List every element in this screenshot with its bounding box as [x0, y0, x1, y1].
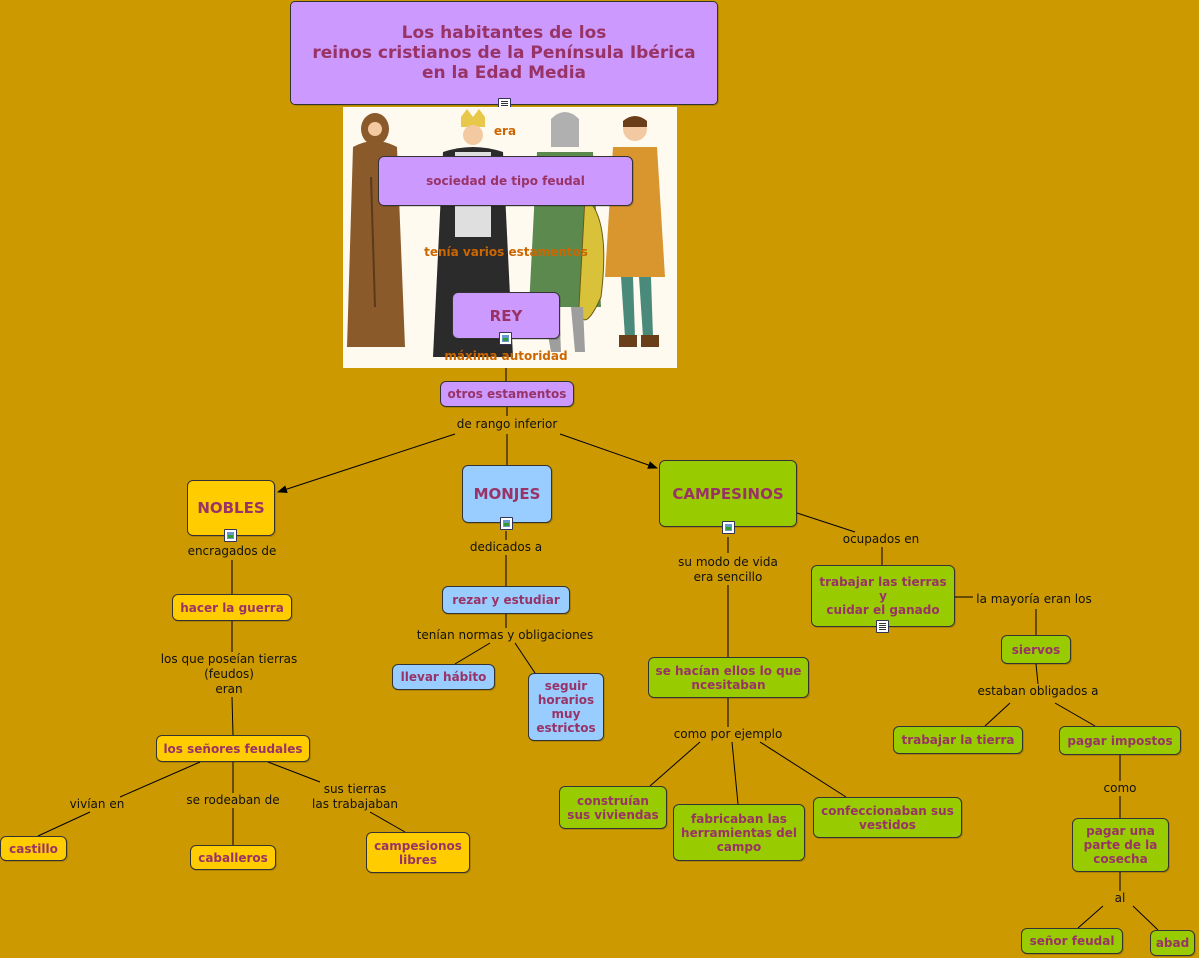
node-rey[interactable]: REY [452, 292, 560, 339]
node-llevar-habito[interactable]: llevar hábito [392, 664, 495, 690]
image-icon[interactable] [499, 332, 512, 345]
label-dedicados-a: dedicados a [469, 540, 543, 554]
node-rezar-y-estudiar[interactable]: rezar y estudiar [442, 586, 570, 614]
node-construian[interactable]: construían sus viviendas [559, 786, 667, 829]
node-monjes[interactable]: MONJES [462, 465, 552, 523]
label-sus-tierras: sus tierras las trabajaban [312, 782, 398, 811]
label-modo-de-vida: su modo de vida era sencillo [678, 555, 778, 584]
node-seguir-horarios[interactable]: seguir horarios muy estrictos [528, 673, 604, 741]
label-encragados-de: encragados de [187, 544, 277, 558]
node-trabajar-la-tierra[interactable]: trabajar la tierra [893, 726, 1023, 754]
label-maxima-autoridad: máxima autoridad [444, 349, 568, 363]
label-era: era [493, 124, 517, 138]
label-como-por-ejemplo: como por ejemplo [673, 727, 783, 741]
label-la-mayoria: la mayoría eran los [976, 592, 1092, 606]
label-al: al [1114, 891, 1126, 905]
label-poseian-tierras: los que poseían tierras (feudos) eran [160, 652, 298, 696]
node-confeccionaban[interactable]: confeccionaban sus vestidos [813, 797, 962, 838]
image-icon[interactable] [722, 521, 735, 534]
map-title[interactable]: Los habitantes de los reinos cristianos … [290, 1, 718, 105]
node-nobles[interactable]: NOBLES [187, 480, 275, 536]
node-fabricaban[interactable]: fabricaban las herramientas del campo [673, 804, 805, 861]
document-icon[interactable] [876, 620, 889, 633]
node-trabajar-tierras-ganado[interactable]: trabajar las tierras y cuidar el ganado [811, 565, 955, 627]
label-estaban-obligados: estaban obligados a [977, 684, 1099, 698]
image-icon[interactable] [500, 517, 513, 530]
node-pagar-parte-cosecha[interactable]: pagar una parte de la cosecha [1072, 818, 1169, 872]
image-icon[interactable] [224, 529, 237, 542]
node-caballeros[interactable]: caballeros [190, 845, 276, 870]
label-normas-obligaciones: tenían normas y obligaciones [416, 628, 594, 642]
node-campesinos[interactable]: CAMPESINOS [659, 460, 797, 527]
label-ocupados-en: ocupados en [842, 532, 920, 546]
node-otros-estamentos[interactable]: otros estamentos [440, 381, 574, 407]
node-senores-feudales[interactable]: los señores feudales [156, 735, 310, 762]
node-castillo[interactable]: castillo [0, 836, 67, 861]
label-rango-inferior: de rango inferior [456, 417, 558, 431]
node-sociedad-feudal[interactable]: sociedad de tipo feudal [378, 156, 633, 206]
label-se-rodeaban-de: se rodeaban de [186, 793, 280, 807]
node-abad[interactable]: abad [1150, 930, 1195, 956]
node-se-hacian-ellos[interactable]: se hacían ellos lo que ncesitaban [648, 657, 809, 698]
label-como: como [1103, 781, 1137, 795]
node-senor-feudal[interactable]: señor feudal [1021, 928, 1123, 954]
node-siervos[interactable]: siervos [1001, 635, 1071, 664]
node-pagar-impostos[interactable]: pagar impostos [1059, 726, 1181, 755]
label-vivian-en: vivían en [69, 797, 125, 811]
node-hacer-la-guerra[interactable]: hacer la guerra [172, 594, 292, 621]
node-campesinos-libres[interactable]: campesionos libres [366, 832, 470, 873]
label-tenia-varios-estamentos: tenía varios estamentos [424, 245, 588, 259]
